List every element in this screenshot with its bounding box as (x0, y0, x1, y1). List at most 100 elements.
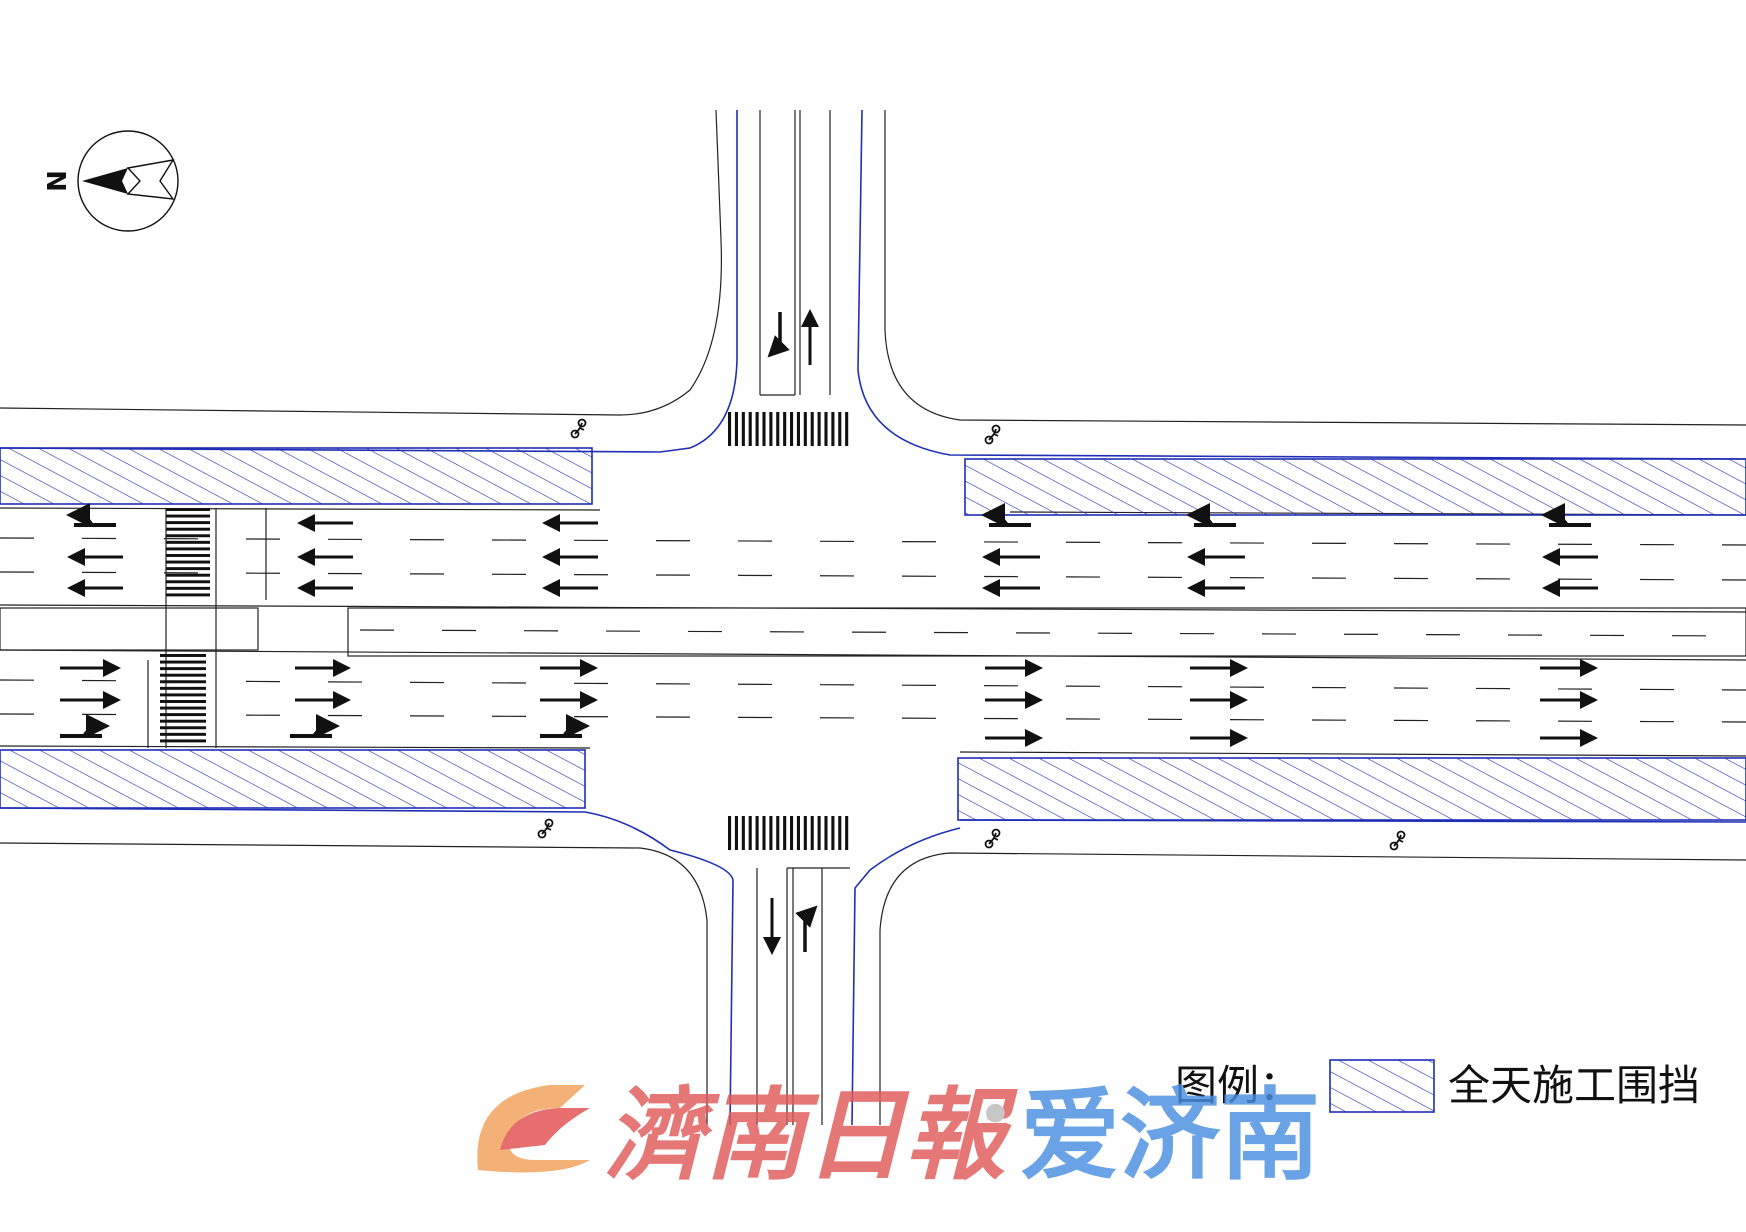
legend-item-label: 全天施工围挡 (1448, 1061, 1700, 1110)
crosswalk-west-upper (166, 508, 210, 597)
crosswalk-stripe (160, 726, 206, 730)
crosswalk-stripe (160, 680, 206, 684)
crosswalk-stripe (810, 412, 814, 446)
crosswalk-stripe (166, 586, 210, 590)
compass: N (43, 130, 179, 232)
lane-turn-arrow-icon (767, 312, 790, 358)
crosswalk-south (728, 816, 849, 850)
crosswalk-stripe (838, 816, 842, 850)
crosswalk-stripe (160, 713, 206, 717)
crosswalk-stripe (166, 567, 210, 571)
lane-turn-arrow-icon (1190, 515, 1236, 525)
lane-turn-arrow-icon (540, 726, 586, 736)
crosswalk-stripe (803, 816, 807, 850)
crosswalk-stripe (755, 412, 759, 446)
crosswalk-stripe (166, 593, 210, 597)
crosswalk-stripe (160, 686, 206, 690)
crosswalk-stripe (776, 816, 780, 850)
crosswalk-stripe (160, 673, 206, 677)
watermark-paper-name: 濟南日報 (605, 1076, 1018, 1194)
crosswalk-stripe (810, 816, 814, 850)
crosswalk-stripe (166, 527, 210, 531)
crosswalk-west-lower (160, 654, 206, 743)
crosswalk-stripe (160, 693, 206, 697)
watermark: 濟南日報 · 爱济南 (477, 1054, 1320, 1194)
lane-arrows (60, 309, 1598, 955)
crosswalk-stripe (824, 816, 828, 850)
watermark-separator: · (978, 1054, 1013, 1172)
crosswalk-stripe (796, 816, 800, 850)
crosswalk-stripe (817, 816, 821, 850)
crosswalk-stripe (769, 412, 773, 446)
crosswalk-stripe (790, 816, 794, 850)
crosswalk-stripe (166, 534, 210, 538)
crosswalk-stripe (803, 412, 807, 446)
crosswalk-stripe (160, 706, 206, 710)
crosswalk-stripe (166, 560, 210, 564)
crosswalk-stripe (762, 412, 766, 446)
lane-turn-arrow-icon (290, 726, 336, 736)
crosswalk-stripe (166, 508, 210, 511)
crosswalk-stripe (845, 816, 849, 850)
crosswalk-stripe (769, 816, 773, 850)
crosswalk-stripe (831, 816, 835, 850)
lane-turn-arrow-icon (70, 515, 116, 525)
crosswalk-stripe (728, 816, 732, 850)
bicycle-icon (570, 418, 587, 439)
crosswalk-north (728, 412, 849, 446)
crosswalk-stripe (160, 700, 206, 703)
legend: 图例： 全天施工围挡 (1175, 1059, 1700, 1113)
crosswalk-stripe (831, 412, 835, 446)
bicycle-icons (537, 418, 1406, 851)
crosswalk-stripe (796, 412, 800, 446)
crosswalk-stripe (748, 816, 752, 850)
crosswalk-stripe (160, 660, 206, 664)
crosswalk-stripe (160, 654, 206, 657)
bicycle-icon (1389, 830, 1406, 851)
crosswalk-stripe (845, 412, 849, 446)
crosswalk-stripe (790, 412, 794, 446)
crosswalk-stripe (166, 580, 210, 584)
construction-fences (0, 447, 1746, 821)
north-road (0, 109, 1746, 460)
crosswalk-stripe (728, 412, 732, 446)
crosswalk-stripe (160, 667, 206, 671)
crosswalk-stripe (776, 412, 780, 446)
crosswalk-stripe (166, 573, 210, 577)
lane-turn-arrow-icon (1545, 515, 1591, 525)
crosswalk-stripe (762, 816, 766, 850)
crosswalk-stripe (160, 739, 206, 743)
crosswalk-stripe (741, 816, 745, 850)
north-label: N (43, 170, 73, 192)
watermark-app-name: 爱济南 (1020, 1076, 1320, 1194)
fence-southeast (957, 757, 1746, 821)
crosswalk-stripe (748, 412, 752, 446)
crosswalk-stripe (166, 540, 210, 544)
crosswalk-stripe (783, 816, 787, 850)
lane-turn-arrow-icon (985, 515, 1031, 525)
crosswalk-stripe (838, 412, 842, 446)
bicycle-icon (984, 828, 1001, 849)
crosswalk-stripe (734, 816, 738, 850)
crosswalk-stripe (160, 719, 206, 723)
newspaper-logo-icon (477, 1085, 590, 1173)
legend-title: 图例： (1175, 1061, 1301, 1110)
fence-northwest (0, 447, 593, 505)
compass-north-arrow-icon (82, 168, 128, 194)
bicycle-icon (984, 424, 1001, 445)
crosswalk-stripe (166, 554, 210, 557)
crosswalk-stripe (166, 514, 210, 518)
crosswalk-stripe (741, 412, 745, 446)
fence-southwest (0, 749, 586, 809)
bicycle-icon (537, 818, 554, 839)
main-road (0, 507, 1746, 757)
crosswalk-stripe (824, 412, 828, 446)
crosswalk-stripe (160, 732, 206, 736)
crosswalk-stripe (755, 816, 759, 850)
crosswalk-stripe (817, 412, 821, 446)
crosswalk-stripe (783, 412, 787, 446)
legend-swatch (1329, 1059, 1435, 1113)
fence-northeast (964, 458, 1746, 516)
crosswalk-stripe (734, 412, 738, 446)
